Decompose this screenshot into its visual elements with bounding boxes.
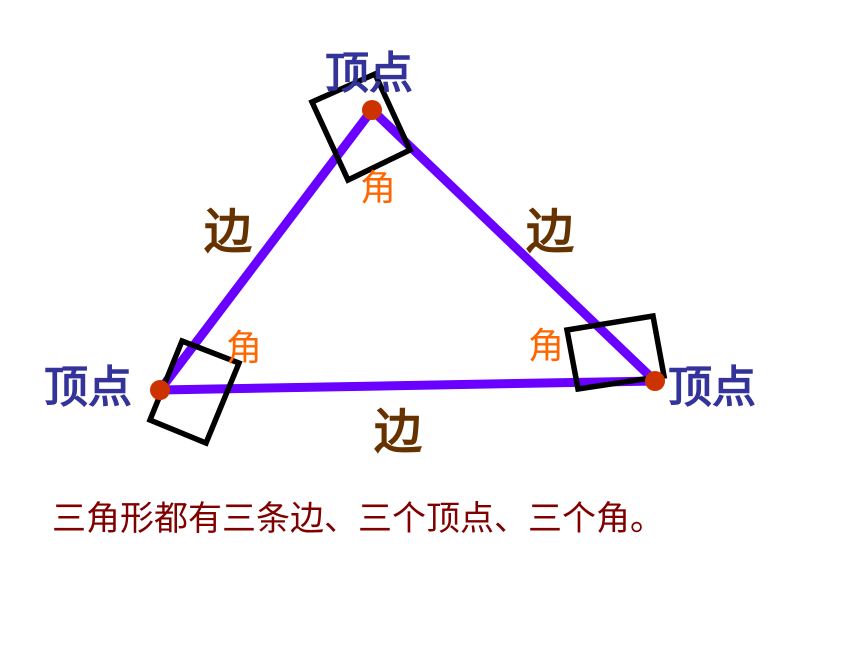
angle-label-right: 角 (528, 326, 564, 367)
vertex-label-left: 顶点 (44, 362, 132, 413)
edge-label-left: 边 (204, 204, 253, 260)
angle-marker-top (308, 70, 414, 184)
vertex-dot-top (362, 100, 382, 120)
angle-label-top: 角 (360, 168, 396, 209)
angle-marker-right (563, 312, 668, 393)
triangle (155, 105, 660, 395)
vertex-label-top: 顶点 (325, 48, 413, 99)
vertex-label-right: 顶点 (668, 362, 756, 413)
edge-label-bottom: 边 (374, 404, 423, 460)
angle-label-left: 角 (226, 328, 262, 369)
vertex-dot-right (645, 371, 665, 391)
vertex-dot-left (150, 380, 170, 400)
edge-label-right: 边 (526, 204, 575, 260)
caption-text: 三角形都有三条边、三个顶点、三个角。 (52, 499, 664, 539)
